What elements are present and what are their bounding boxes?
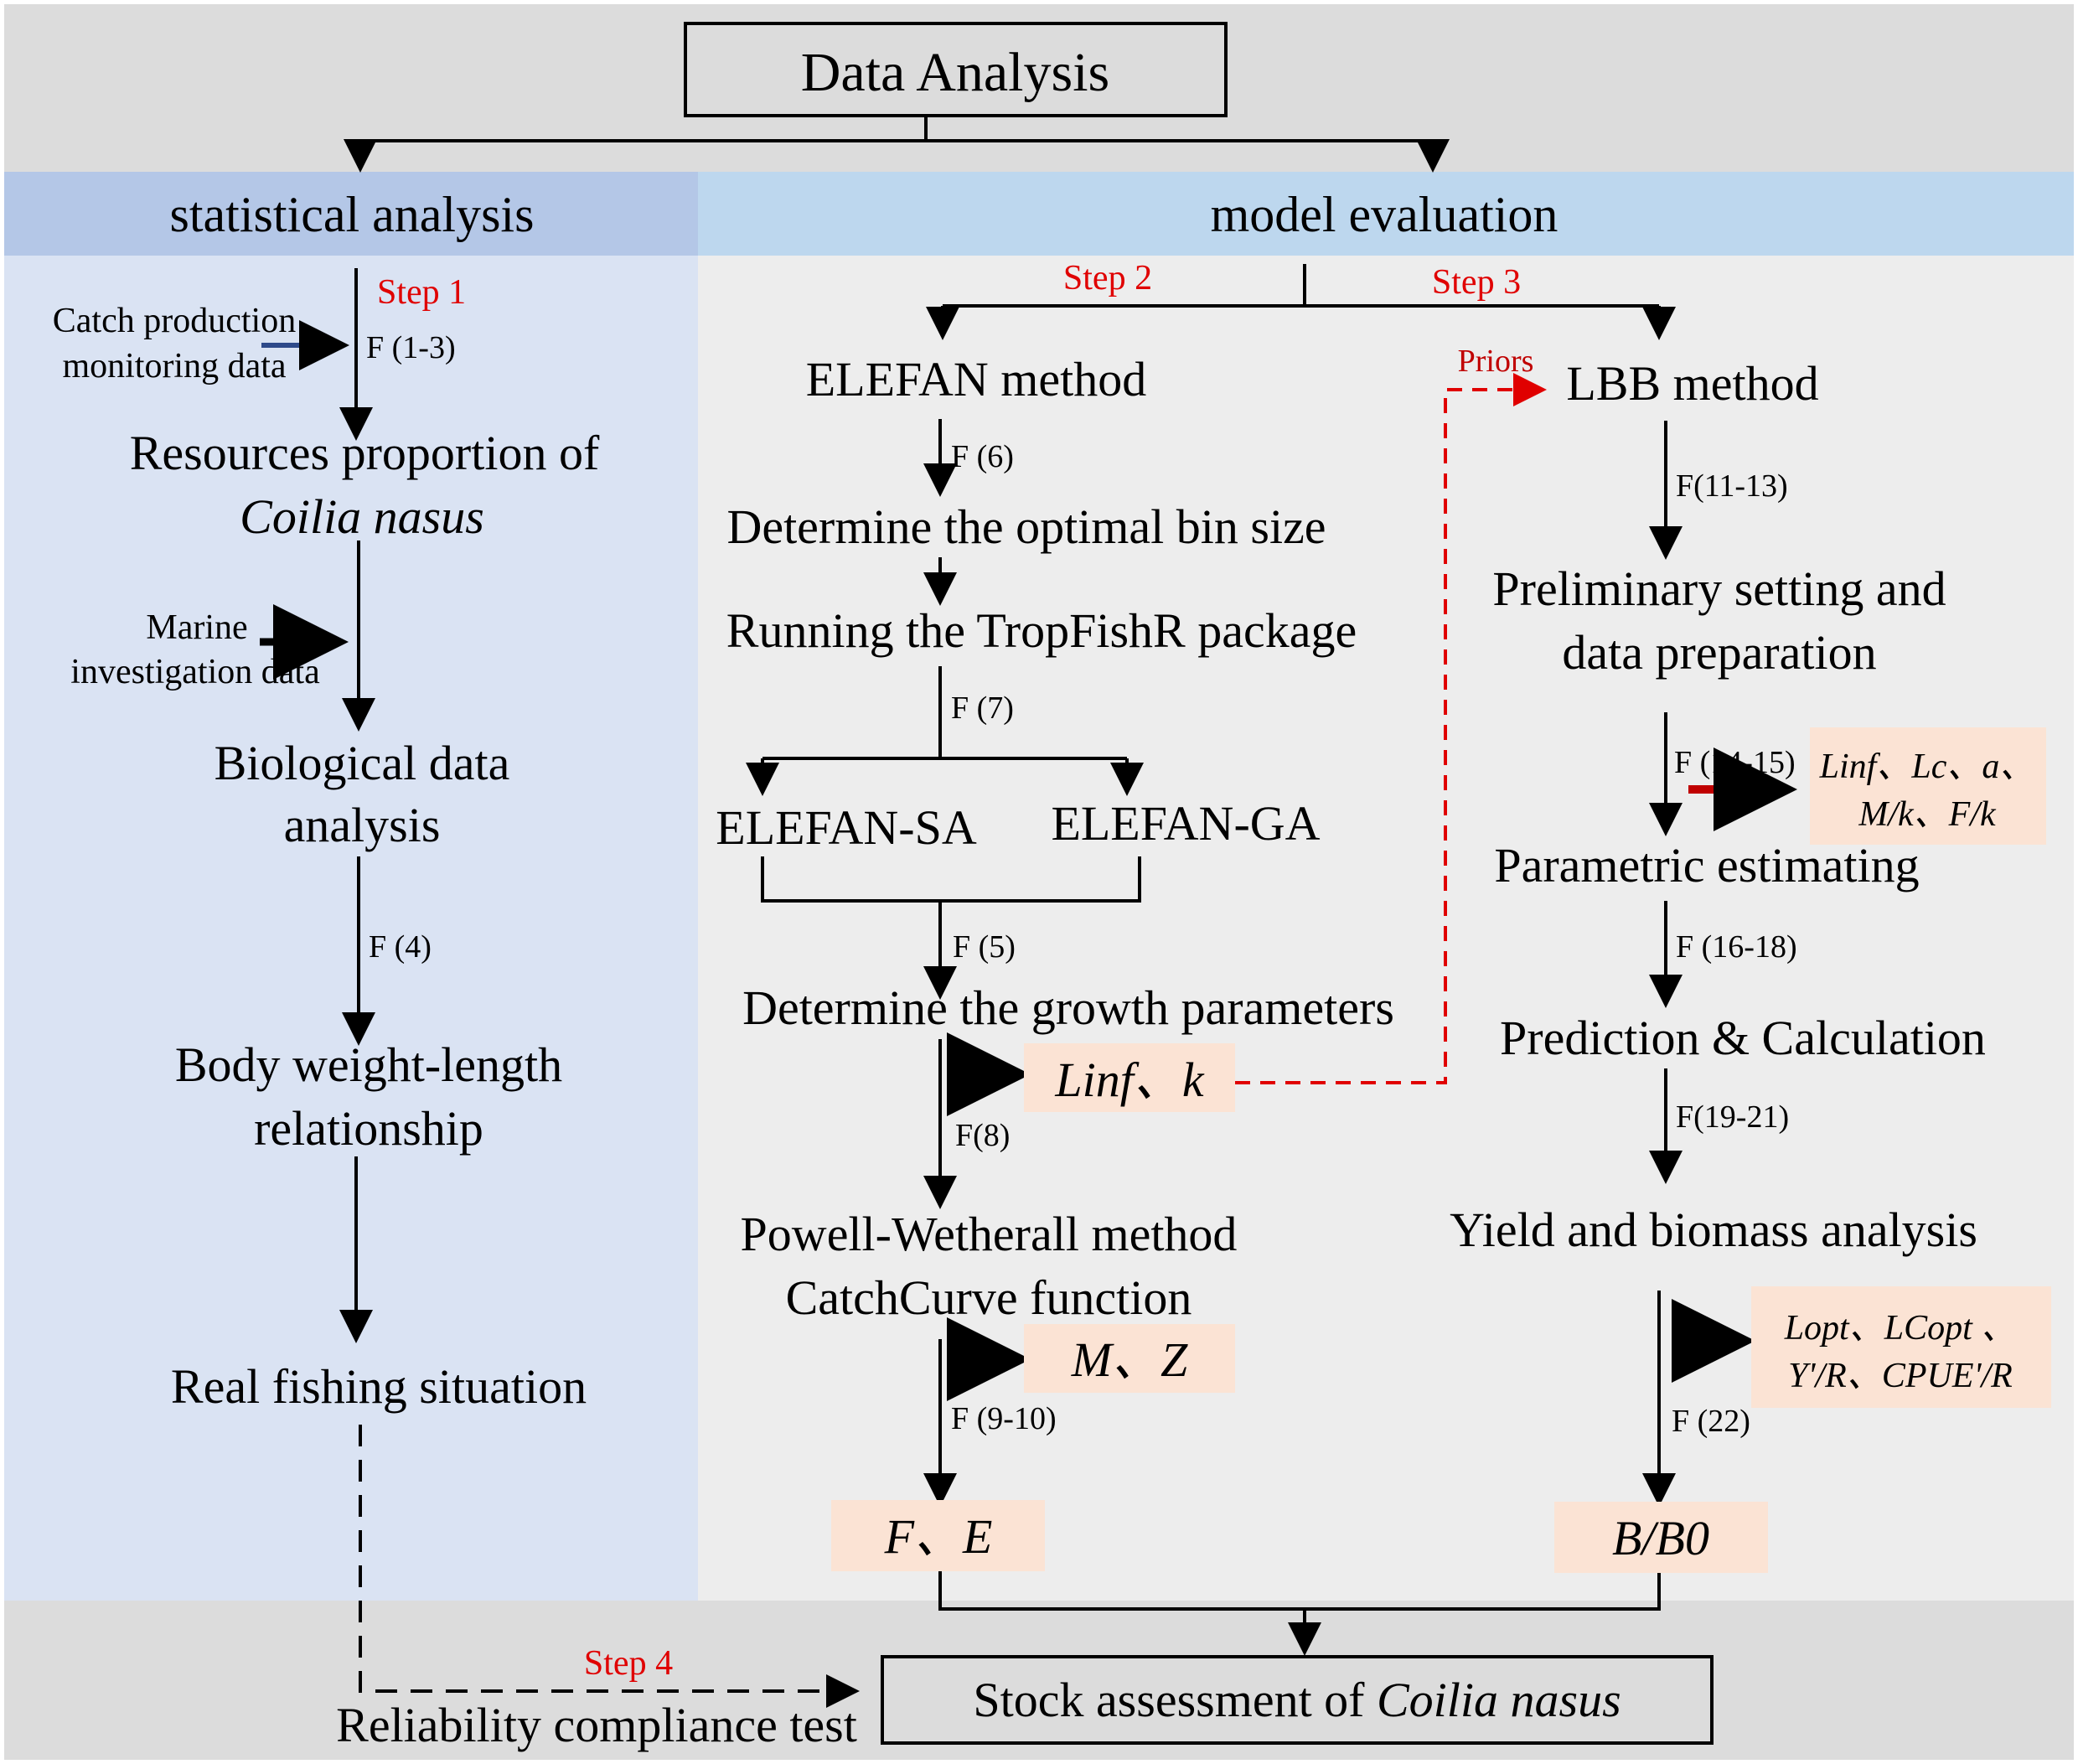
- title-box: [684, 22, 1228, 117]
- prelim-line1: Preliminary setting and: [1492, 561, 1946, 616]
- resources-line1: Resources proportion of: [130, 426, 600, 480]
- prediction-calc: Prediction & Calculation: [1500, 1011, 1986, 1065]
- bottom-band: [4, 1601, 2074, 1760]
- parametric-estimating: Parametric estimating: [1494, 838, 1919, 892]
- lopt-line2: Y'/R、CPUE'/R: [1788, 1357, 2013, 1395]
- biological-line2: analysis: [284, 798, 441, 852]
- right-header: model evaluation: [1211, 187, 1558, 242]
- f8-label: F(8): [955, 1118, 1010, 1153]
- f7-label: F (7): [951, 691, 1014, 726]
- mz-text: M、Z: [1071, 1332, 1188, 1387]
- step1-label: Step 1: [377, 273, 466, 312]
- biological-line1: Biological data: [215, 736, 510, 790]
- f1-label: F (1-3): [366, 330, 456, 365]
- elefan-method: ELEFAN method: [806, 352, 1146, 406]
- real-fishing: Real fishing situation: [171, 1359, 587, 1414]
- growth-params: Determine the growth parameters: [742, 980, 1394, 1035]
- bb0-box: [1554, 1502, 1768, 1573]
- catch-data-line2: monitoring data: [62, 347, 286, 385]
- elefan-sa: ELEFAN-SA: [716, 800, 977, 855]
- priors-label: Priors: [1458, 344, 1534, 379]
- body-weight-line2: relationship: [254, 1101, 483, 1156]
- f22-label: F (22): [1672, 1404, 1750, 1439]
- f11-label: F(11-13): [1676, 468, 1788, 504]
- catch-data-line1: Catch production: [53, 302, 296, 340]
- yield-biomass: Yield and biomass analysis: [1450, 1203, 1977, 1257]
- lbb-params-line1: Linf、Lc、a、: [1819, 748, 2035, 786]
- f4-label: F (4): [369, 929, 432, 965]
- f5-label: F (5): [953, 929, 1016, 965]
- body-weight-line1: Body weight-length: [175, 1037, 562, 1092]
- fe-box: [831, 1500, 1045, 1571]
- step4-label: Step 4: [584, 1644, 673, 1683]
- f6-label: F (6): [951, 439, 1014, 474]
- f19-label: F(19-21): [1676, 1099, 1789, 1135]
- f9-label: F (9-10): [951, 1401, 1057, 1436]
- left-body-bg: [4, 256, 698, 1601]
- lopt-box: [1751, 1286, 2051, 1408]
- lbb-params-box: [1810, 727, 2046, 845]
- final-prefix: Stock assessment of: [973, 1673, 1377, 1727]
- left-header: statistical analysis: [170, 187, 535, 242]
- left-header-bg: [4, 172, 698, 256]
- final-box: [881, 1655, 1714, 1745]
- elefan-ga: ELEFAN-GA: [1051, 796, 1320, 851]
- marine-line2: investigation data: [70, 653, 320, 691]
- final-text: Stock assessment of Coilia nasus: [973, 1673, 1621, 1727]
- f16-label: F (16-18): [1676, 929, 1797, 965]
- marine-line1: Marine: [146, 608, 247, 647]
- priors-link: [1235, 373, 1547, 1084]
- tropfishr: Running the TropFishR package: [726, 603, 1357, 658]
- mz-box: [1024, 1324, 1235, 1393]
- prelim-line2: data preparation: [1562, 625, 1876, 680]
- reliability-test: Reliability compliance test: [336, 1698, 857, 1752]
- fe-text: F、E: [884, 1509, 993, 1564]
- step4-dashed: [359, 1425, 860, 1708]
- final-species: Coilia nasus: [1377, 1673, 1621, 1727]
- step3-label: Step 3: [1432, 263, 1521, 302]
- lopt-line1: Lopt、LCopt 、: [1784, 1309, 2017, 1348]
- powell-line2: CatchCurve function: [786, 1270, 1192, 1325]
- right-header-bg: [698, 172, 2074, 256]
- optimal-bin: Determine the optimal bin size: [726, 499, 1326, 554]
- lbb-params-line2: M/k、F/k: [1858, 795, 1997, 834]
- lbb-method: LBB method: [1566, 356, 1818, 411]
- title-text: Data Analysis: [801, 42, 1109, 103]
- linf-box: [1024, 1043, 1235, 1112]
- resources-line2: Coilia nasus: [240, 489, 484, 544]
- f14-label: F (14-15): [1674, 745, 1796, 780]
- linf-text: Linf、k: [1054, 1053, 1204, 1107]
- bb0-text: B/B0: [1612, 1511, 1709, 1565]
- step2-label: Step 2: [1063, 259, 1152, 297]
- powell-line1: Powell-Wetherall method: [741, 1207, 1238, 1261]
